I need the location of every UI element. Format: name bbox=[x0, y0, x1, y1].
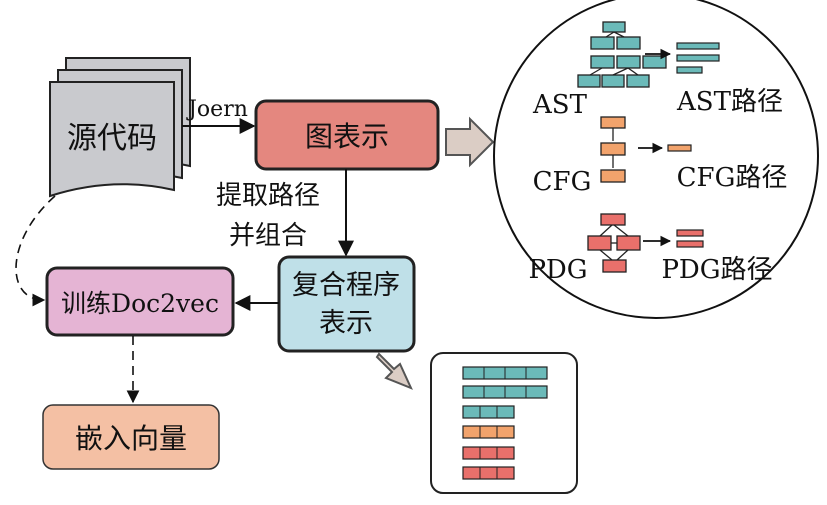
block-arrow-diagonal bbox=[375, 352, 413, 390]
ast-path-label: AST路径 bbox=[676, 87, 783, 117]
combined-row-pdg-2 bbox=[462, 466, 515, 480]
train-doc2vec-box: 训练Doc2vec bbox=[45, 266, 235, 337]
embedding-vector-box: 嵌入向量 bbox=[42, 404, 220, 470]
pdg-graph-icon bbox=[587, 213, 641, 273]
combined-row-pdg-1 bbox=[462, 446, 515, 460]
embedding-vector-label: 嵌入向量 bbox=[75, 422, 187, 455]
extract-label-line1: 提取路径 bbox=[216, 181, 320, 211]
ast-tree-icon bbox=[577, 21, 667, 88]
ast-path-icon bbox=[676, 42, 720, 74]
composite-label-line2: 表示 bbox=[319, 308, 373, 339]
source-code-label: 源代码 bbox=[67, 121, 157, 156]
extract-label-line2: 并组合 bbox=[229, 221, 307, 251]
train-doc2vec-label: 训练Doc2vec bbox=[61, 289, 219, 318]
combined-row-cfg bbox=[462, 425, 515, 439]
cfg-flow-icon bbox=[600, 116, 626, 183]
graph-representation-box: 图表示 bbox=[254, 99, 440, 171]
joern-label: Joern bbox=[186, 97, 248, 122]
composite-representation-box: 复合程序 表示 bbox=[277, 255, 416, 353]
composite-label-line1: 复合程序 bbox=[292, 270, 400, 301]
cfg-path-label: CFG路径 bbox=[677, 163, 788, 193]
pdg-label: PDG bbox=[528, 255, 587, 285]
combined-row-ast-3 bbox=[462, 405, 515, 419]
pdg-path-label: PDG路径 bbox=[661, 255, 772, 285]
cfg-path-icon bbox=[667, 144, 692, 152]
graph-types-circle: AST AST路径 CFG CFG路径 bbox=[493, 0, 819, 319]
graph-representation-label: 图表示 bbox=[305, 120, 389, 153]
pdg-path-icon bbox=[676, 229, 704, 248]
source-code-document: 源代码 bbox=[49, 57, 191, 198]
block-arrow-right bbox=[445, 116, 495, 168]
combined-paths-box bbox=[430, 352, 578, 494]
ast-label: AST bbox=[532, 90, 588, 120]
cfg-label: CFG bbox=[533, 167, 592, 197]
source-to-train-dashed bbox=[15, 195, 56, 307]
